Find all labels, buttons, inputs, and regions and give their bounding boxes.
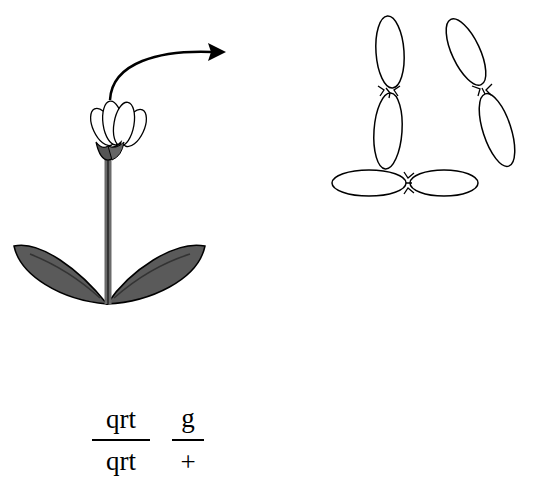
tetrad-junction [378, 86, 400, 98]
leaf [14, 245, 107, 304]
fraction-bar [172, 439, 204, 441]
pollen-grain [410, 170, 478, 196]
arrowhead [208, 43, 226, 61]
leaf-vein [114, 254, 190, 298]
pollen-grain [371, 92, 404, 170]
stem-outline [108, 155, 109, 304]
pollen-grain [332, 170, 406, 196]
curved-arrow [110, 52, 212, 100]
pollen-grain [438, 13, 494, 90]
petal [110, 101, 137, 148]
sepals [108, 142, 124, 160]
stem [105, 155, 112, 304]
genotype-allele: g [181, 403, 195, 433]
genotype-allele: qrt [106, 404, 136, 434]
tetrad-junction [472, 84, 492, 96]
leaf-vein [30, 254, 100, 298]
fraction-bar [92, 439, 150, 441]
leaf [107, 245, 205, 304]
tetrad-junction [404, 172, 414, 194]
pollen-grain [472, 90, 522, 171]
pollen-grain [374, 15, 407, 89]
genotype-allele: + [180, 447, 195, 477]
genotype-allele: qrt [106, 446, 136, 476]
